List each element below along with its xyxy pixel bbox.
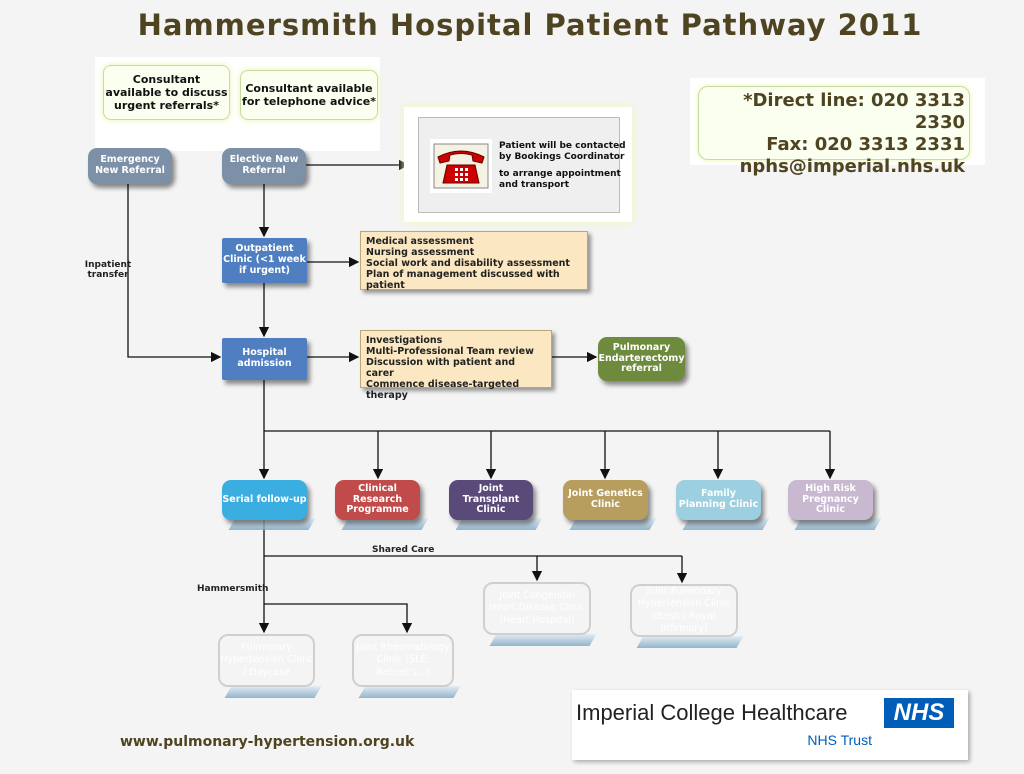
callout-urgent-referrals: Consultant available to discuss urgent r…	[103, 65, 230, 120]
node-serial-follow-up: Serial follow-up	[222, 480, 307, 520]
node-pulmonary-endarterectomy: Pulmonary Endarterectomy referral	[598, 337, 685, 381]
node-clinical-research: Clinical Research Programme	[335, 480, 420, 520]
node-elective-referral: Elective New Referral	[222, 148, 306, 184]
contact-fax: Fax: 020 3313 2331	[766, 134, 965, 155]
note-item: Nursing assessment	[366, 246, 475, 258]
note-item: Social work and disability assessment	[366, 257, 570, 269]
node-joint-rheumatology: Joint Rheumatology Clinic (SLE, Behcet's…	[352, 634, 454, 687]
document-shadow	[636, 636, 744, 648]
label-hammersmith: Hammersmith	[197, 584, 269, 594]
callout-telephone-advice: Consultant available for telephone advic…	[240, 70, 378, 120]
note-item: Discussion with patient and carer	[366, 356, 516, 379]
outpatient-notes: Medical assessment Nursing assessment So…	[360, 231, 588, 291]
logo-subtitle: NHS Trust	[807, 732, 872, 748]
node-ph-clinic-daycase: Pulmonary Hypertension Clinic / Daycase	[218, 634, 315, 687]
node-joint-ph-bristol: Joint Pulmonary Hypertension Clinic (Bri…	[630, 584, 738, 637]
note-item: Plan of management discussed with patien…	[366, 268, 560, 291]
note-item: Medical assessment	[366, 236, 474, 247]
admission-notes: Investigations Multi-Professional Team r…	[360, 330, 552, 401]
nhs-badge: NHS	[884, 698, 954, 728]
label-shared-care: Shared Care	[372, 545, 435, 555]
document-shadow	[224, 686, 322, 698]
node-hospital-admission: Hospital admission	[222, 338, 307, 380]
node-emergency-referral: Emergency New Referral	[88, 148, 172, 184]
contact-direct-line: *Direct line: 020 3313 2330	[743, 90, 965, 133]
note-item: Commence disease-targeted therapy	[366, 378, 520, 401]
label-inpatient-transfer: Inpatient transfer	[84, 260, 132, 280]
phone-box-text-1: Patient will be contacted by Bookings Co…	[499, 141, 626, 162]
node-high-risk-pregnancy: High Risk Pregnancy Clinic	[788, 480, 873, 520]
logo-text: Imperial College Healthcare	[576, 700, 848, 725]
node-outpatient-clinic: Outpatient Clinic (<1 week if urgent)	[222, 238, 307, 283]
telephone-icon	[430, 139, 492, 193]
phone-box-text-2: to arrange appointment and transport	[499, 169, 621, 190]
node-family-planning: Family Planning Clinic	[676, 480, 761, 520]
node-joint-congenital: Joint Congenital Heart Disease Clinic (H…	[483, 582, 591, 635]
phone-box: Patient will be contacted by Bookings Co…	[404, 107, 632, 222]
node-joint-transplant: Joint Transplant Clinic	[449, 480, 533, 520]
note-item: Multi-Professional Team review	[366, 345, 534, 357]
footer-url[interactable]: www.pulmonary-hypertension.org.uk	[120, 734, 415, 750]
page-title: Hammersmith Hospital Patient Pathway 201…	[137, 8, 923, 42]
contact-email[interactable]: nphs@imperial.nhs.uk	[739, 156, 965, 177]
nhs-logo: Imperial College Healthcare NHS NHS Trus…	[572, 690, 968, 760]
document-shadow	[489, 634, 597, 646]
document-shadow	[358, 686, 461, 698]
note-item: Investigations	[366, 335, 443, 346]
node-joint-genetics: Joint Genetics Clinic	[563, 480, 648, 520]
contact-box: *Direct line: 020 3313 2330 Fax: 020 331…	[690, 78, 985, 177]
